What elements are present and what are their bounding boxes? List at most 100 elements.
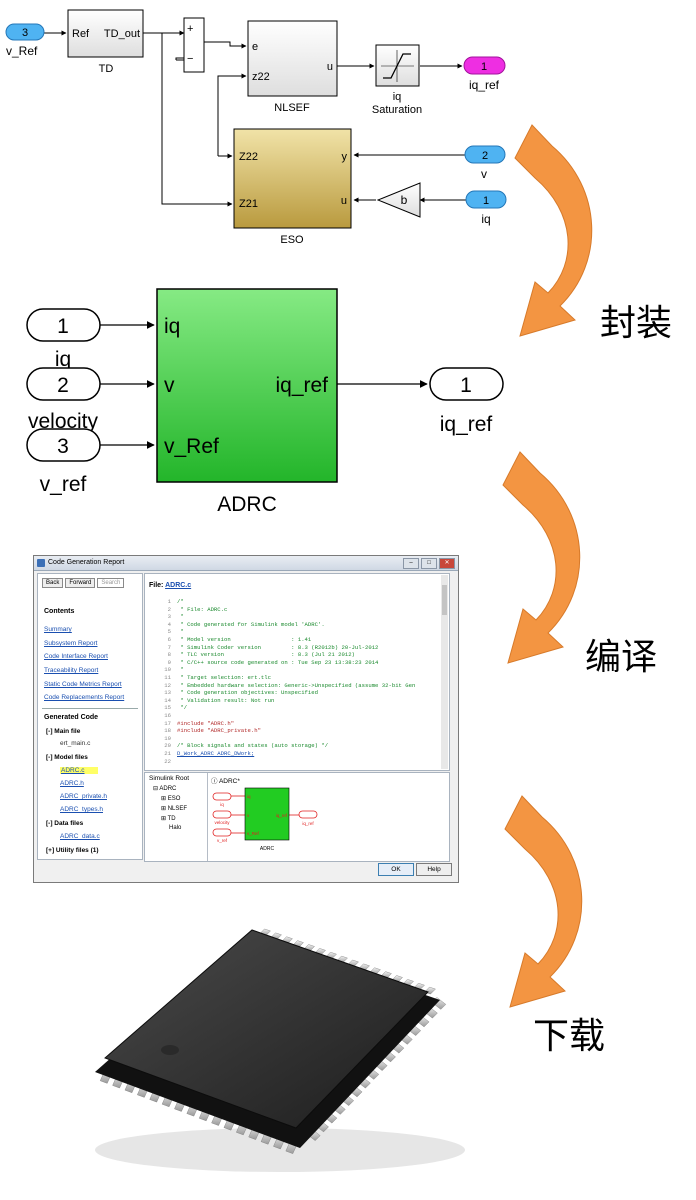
code-generation-report-window: Code Generation Report – □ ✕ Back Forwar… — [33, 555, 459, 883]
nav-link-static-code-metrics-report[interactable]: Static Code Metrics Report — [44, 681, 122, 688]
nav-link-code-interface-report[interactable]: Code Interface Report — [44, 653, 108, 660]
nlsef-block[interactable]: e z22 u NLSEF — [247, 20, 338, 114]
line-text: * Simulink Coder version : 8.3 (R2012b) … — [177, 643, 379, 651]
tree-item-nlsef[interactable]: ⊞ NLSEF — [161, 806, 188, 812]
nav-link-summary[interactable]: Summary — [44, 626, 72, 633]
line-number: 16 — [164, 712, 171, 719]
chip-pins-back — [259, 928, 436, 995]
mini-port-iq: iq — [247, 794, 251, 799]
subsystem-inport-velocity[interactable]: 2 velocity — [26, 367, 101, 433]
file-link-adrc-types-h[interactable]: ADRC_types.h — [60, 806, 103, 813]
code-line: 22 — [153, 758, 177, 765]
file-link-adrc-private-h[interactable]: ADRC_private.h — [60, 793, 107, 800]
report-navigation-pane: Back Forward Search Contents Summary Sub… — [37, 573, 143, 860]
help-circle-icon[interactable]: ⓘ — [211, 778, 218, 785]
subsystem-inport-iq-label: iq — [55, 348, 71, 371]
minimize-icon[interactable]: – — [403, 558, 419, 569]
mini-port-v: v — [247, 813, 250, 818]
model-files-group[interactable]: [-] Model files — [46, 754, 88, 761]
line-text: * Model version : 1.41 — [177, 636, 312, 643]
file-link-adrc-h[interactable]: ADRC.h — [60, 780, 84, 787]
subsystem-outport-label: iq_ref — [440, 413, 493, 436]
sum-block[interactable]: + − — [183, 17, 205, 73]
canvas-tab-label[interactable]: ADRC* — [218, 778, 240, 785]
subsystem-outport-iq-ref[interactable]: 1 iq_ref — [429, 367, 504, 436]
line-text: * Target selection: ert.tlc — [177, 674, 271, 681]
line-number: 3 — [167, 613, 171, 621]
forward-button[interactable]: Forward — [65, 578, 96, 588]
canvas-toolbar: ⓘ ADRC* — [211, 775, 240, 785]
td-name: TD — [99, 63, 114, 75]
step-label-download: 下载 — [533, 1016, 605, 1057]
code-line: 1/* — [153, 598, 184, 605]
line-number: 1 — [167, 598, 171, 605]
outport-iq-ref[interactable]: 1 iq_ref — [463, 56, 506, 92]
inport-iq[interactable]: 1 iq — [465, 190, 507, 226]
adrc-subsystem: 1 iq 2 velocity 3 v_ref iq v v_Ref iq_re… — [26, 288, 504, 516]
search-input[interactable]: Search — [97, 578, 125, 588]
line-text: * C/C++ source code generated on : Tue S… — [177, 658, 379, 666]
line-text[interactable]: D_Work_ADRC ADRC_DWork; — [177, 750, 255, 757]
sum-plus: + — [187, 23, 193, 35]
line-text: #include "ADRC_private.h" — [177, 727, 261, 735]
nav-link-traceability-report[interactable]: Traceability Report — [44, 667, 99, 674]
window-controls: – □ ✕ — [403, 558, 455, 569]
code-line: 5 * — [153, 628, 184, 635]
help-button[interactable]: Help — [416, 863, 452, 876]
simulink-detail-model: 3 v_Ref Ref TD_out TD + − e z22 u NLSEF — [5, 9, 507, 246]
eso-port-u: u — [341, 195, 347, 207]
subsystem-inport-iq[interactable]: 1 iq — [26, 308, 101, 371]
inport-v[interactable]: 2 v — [464, 145, 506, 181]
line-text: * — [177, 628, 184, 636]
adrc-block[interactable]: iq v v_Ref iq_ref ADRC — [156, 288, 338, 516]
model-browser-pane: Simulink Root ⊟ ADRC ⊞ ESO ⊞ NLSEF ⊞ TD … — [144, 772, 450, 862]
code-line: 20/* Block signals and states (auto stor… — [153, 742, 328, 749]
adrc-port-v: v — [164, 374, 175, 397]
code-line: 6 * Model version : 1.41 — [153, 636, 312, 643]
eso-block[interactable]: Z22 Z21 y u ESO — [233, 128, 352, 246]
file-link-adrc-data-c[interactable]: ADRC_data.c — [60, 833, 100, 840]
subsystem-inport-v-ref[interactable]: 3 v_ref — [26, 428, 101, 496]
nav-link-subsystem-report[interactable]: Subsystem Report — [44, 640, 98, 647]
code-line: 13 * Code generation objectives: Unspeci… — [153, 689, 318, 696]
outport-iq-ref-label: iq_ref — [469, 78, 500, 92]
browser-root[interactable]: Simulink Root — [149, 775, 190, 782]
step-label-encapsulate: 封装 — [600, 303, 672, 344]
code-line: 15 */ — [153, 704, 187, 711]
nav-link-code-replacements-report[interactable]: Code Replacements Report — [44, 694, 125, 701]
chip-body-top — [104, 929, 429, 1129]
tree-item-halo[interactable]: Halo — [169, 825, 182, 831]
line-text: * File: ADRC.c — [177, 605, 228, 613]
eso-in-z22: Z22 — [239, 151, 258, 163]
back-button[interactable]: Back — [42, 578, 64, 588]
utility-files-group[interactable]: [+] Utility files (1) — [46, 847, 99, 854]
subsystem-outport-number: 1 — [460, 374, 472, 397]
report-window-title: Code Generation Report — [48, 559, 125, 566]
saturation-block[interactable]: iq Saturation — [372, 44, 422, 116]
tree-item-eso[interactable]: ⊞ ESO — [161, 796, 181, 802]
td-block[interactable]: Ref TD_out TD — [67, 9, 144, 75]
file-name-link[interactable]: ADRC.c — [165, 582, 192, 589]
code-scrollbar[interactable] — [441, 575, 448, 769]
data-files-group[interactable]: [-] Data files — [46, 820, 84, 827]
line-number: 18 — [164, 727, 171, 735]
line-number: 4 — [167, 620, 171, 628]
inport-v-ref[interactable]: 3 v_Ref — [5, 23, 45, 58]
inport-v-ref-label: v_Ref — [6, 44, 38, 58]
file-link-adrc-c[interactable]: ADRC.c — [60, 767, 99, 774]
tree-item-td[interactable]: ⊞ TD — [161, 816, 176, 822]
main-file-group[interactable]: [-] Main file — [46, 728, 81, 735]
ok-button[interactable]: OK — [378, 863, 414, 876]
close-icon[interactable]: ✕ — [439, 558, 455, 569]
maximize-icon[interactable]: □ — [421, 558, 437, 569]
inport-v-number: 2 — [482, 150, 488, 162]
file-link-ert-main[interactable]: ert_main.c — [60, 740, 91, 747]
gain-block[interactable]: b — [376, 182, 421, 218]
line-text: */ — [177, 704, 188, 712]
saturation-icon — [383, 53, 411, 79]
mini-adrc-block[interactable] — [244, 787, 290, 841]
line-number: 7 — [167, 643, 171, 651]
tree-item-adrc[interactable]: ⊟ ADRC — [153, 786, 177, 792]
